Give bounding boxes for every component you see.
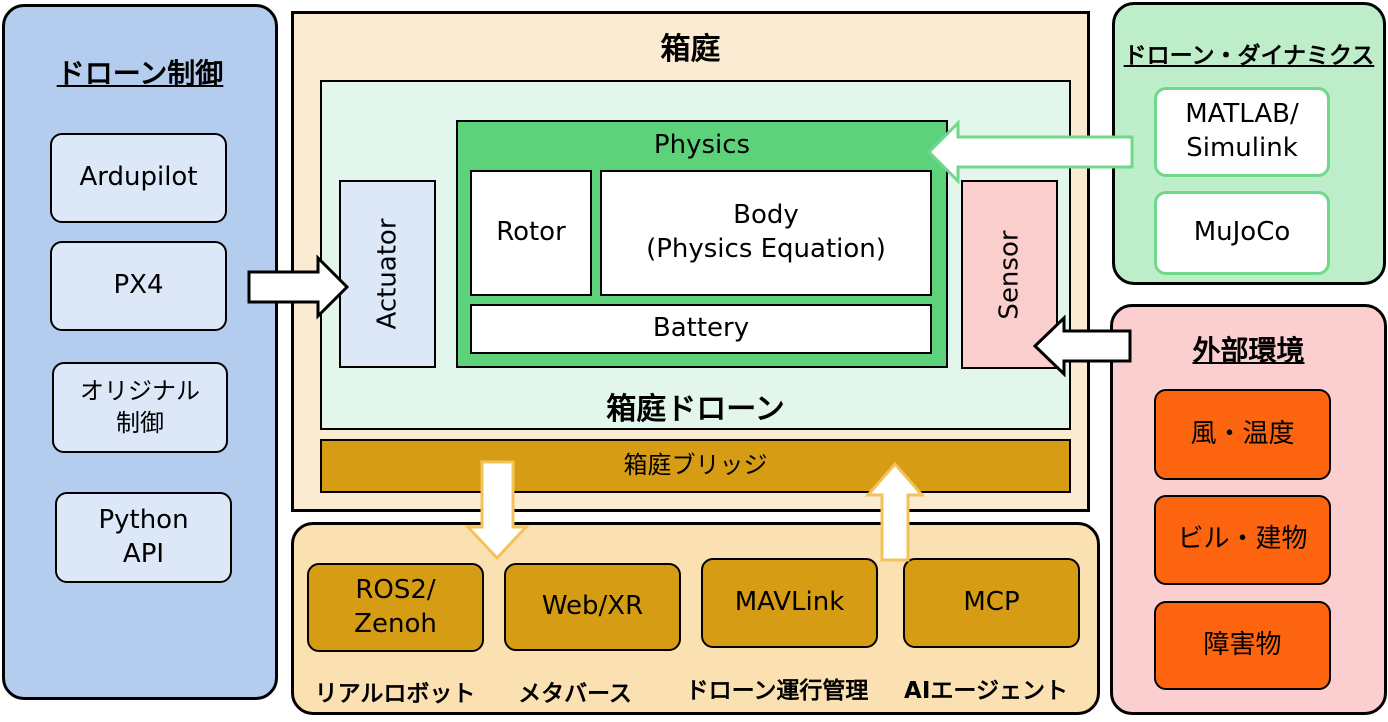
battery-box: Battery <box>470 304 932 354</box>
actuator-box: Actuator <box>339 180 436 368</box>
physics-title: Physics <box>653 130 751 160</box>
rotor-box: Rotor <box>470 170 592 296</box>
sensor-label: Sensor <box>994 229 1025 320</box>
sensor-box: Sensor <box>961 180 1058 369</box>
integration-box-ros2: ROS2/ Zenoh <box>307 563 484 652</box>
control-item-original: オリジナル 制御 <box>52 362 228 453</box>
integration-box-mavlink: MAVLink <box>701 558 878 648</box>
dynamics-item-matlab: MATLAB/ Simulink <box>1154 87 1330 177</box>
env-item-buildings: ビル・建物 <box>1154 495 1331 585</box>
actuator-label: Actuator <box>372 218 403 330</box>
external-env-title: 外部環境 <box>1192 334 1305 367</box>
integration-box-mcp: MCP <box>903 558 1080 648</box>
integration-box-webxr: Web/XR <box>504 563 681 651</box>
control-item-ardupilot: Ardupilot <box>50 133 227 223</box>
drone-control-title: ドローン制御 <box>56 57 224 90</box>
hakoniwa-drone-title: 箱庭ドローン <box>606 392 785 427</box>
hakoniwa-bridge: 箱庭ブリッジ <box>320 439 1071 493</box>
dynamics-item-mujoco: MuJoCo <box>1154 191 1330 275</box>
body-box: Body (Physics Equation) <box>600 170 932 296</box>
integration-label-metaverse: メタバース <box>518 681 632 707</box>
hakoniwa-title: 箱庭 <box>660 32 721 67</box>
integration-label-drone-ops: ドローン運行管理 <box>685 678 869 704</box>
integration-label-ai-agent: AIエージェント <box>904 678 1068 704</box>
env-item-obstacles: 障害物 <box>1154 601 1331 690</box>
control-item-px4: PX4 <box>50 241 227 331</box>
control-item-python-api: Python API <box>55 492 232 583</box>
env-item-wind-temp: 風・温度 <box>1154 389 1331 480</box>
integration-label-real-robot: リアルロボット <box>314 681 476 707</box>
drone-dynamics-title: ドローン・ダイナミクス <box>1123 43 1375 69</box>
drone-control-panel <box>2 4 278 700</box>
